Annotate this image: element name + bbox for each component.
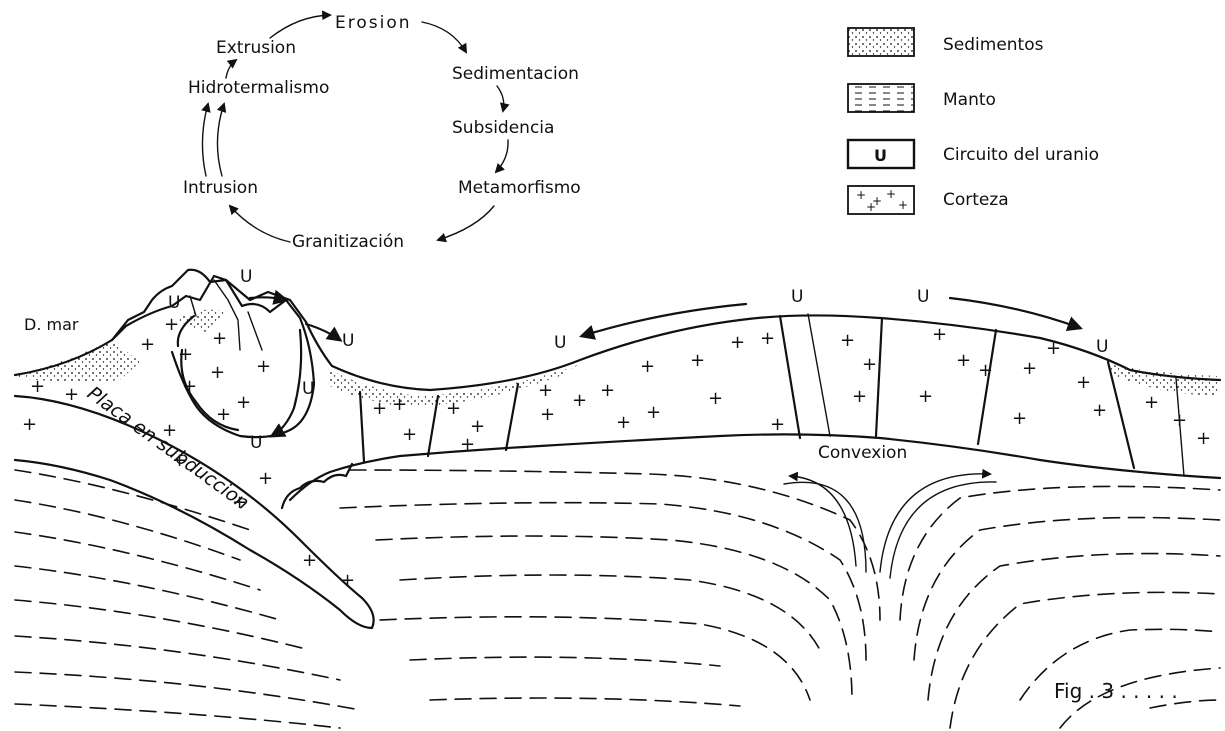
svg-text:+: +: [64, 384, 79, 405]
svg-text:+: +: [540, 404, 555, 425]
svg-text:+: +: [1172, 410, 1187, 431]
svg-text:+: +: [22, 414, 37, 435]
arrow-extr-erosion: [270, 15, 330, 38]
u-marker: U: [1096, 337, 1108, 357]
legend-symbol-uranio: U: [874, 146, 887, 165]
surface-line: [15, 276, 1220, 390]
legend: Sedimentos Manto U Circuito del uranio +…: [848, 28, 1099, 214]
u-marker: U: [791, 287, 803, 307]
svg-text:+: +: [600, 380, 615, 401]
arrow-sed-sub: [497, 86, 504, 111]
u-marker: U: [917, 287, 929, 307]
cycle-sedimentacion: Sedimentacion: [452, 64, 579, 84]
svg-text:+: +: [956, 350, 971, 371]
svg-text:+: +: [1022, 358, 1037, 379]
legend-item-sedimentos: Sedimentos: [848, 28, 1044, 56]
arrow-gran-intr: [230, 206, 290, 242]
svg-text:+: +: [708, 388, 723, 409]
cycle-intrusion: Intrusion: [183, 178, 258, 198]
legend-item-manto: Manto: [848, 84, 996, 112]
cross-section: +++ +++ +++ +++ +++ +++ +++ +++ +++ +++ …: [15, 267, 1220, 728]
cycle-metamorfismo: Metamorfismo: [458, 178, 581, 198]
svg-text:+: +: [446, 398, 461, 419]
svg-text:+: +: [140, 334, 155, 355]
svg-text:+: +: [978, 360, 993, 381]
legend-label-sedimentos: Sedimentos: [943, 35, 1044, 55]
u-marker: U: [554, 333, 566, 353]
svg-text:+: +: [616, 412, 631, 433]
svg-text:+: +: [340, 570, 355, 591]
legend-swatch-manto: [848, 84, 914, 112]
cycle-hidrotermalismo: Hidrotermalismo: [188, 78, 329, 98]
u-marker: U: [168, 293, 180, 313]
svg-text:+: +: [392, 394, 407, 415]
svg-text:+: +: [1196, 428, 1211, 449]
svg-text:+: +: [302, 550, 317, 571]
svg-text:+: +: [1046, 338, 1061, 359]
svg-text:+: +: [886, 187, 896, 201]
svg-text:+: +: [866, 200, 876, 214]
arrow-erosion-sed: [422, 22, 466, 52]
mantle-contact: [282, 464, 352, 508]
svg-text:+: +: [932, 324, 947, 345]
svg-text:+: +: [372, 398, 387, 419]
svg-text:+: +: [1144, 392, 1159, 413]
rock-cycle: Erosion Sedimentacion Subsidencia Metamo…: [183, 13, 581, 252]
svg-text:+: +: [1012, 408, 1027, 429]
svg-text:+: +: [210, 362, 225, 383]
u-marker: U: [342, 331, 354, 351]
svg-text:+: +: [770, 414, 785, 435]
arrow-sub-meta: [496, 140, 508, 172]
figure-label: Fig . 3 . . . . .: [1054, 679, 1178, 703]
svg-text:+: +: [840, 330, 855, 351]
svg-text:+: +: [402, 424, 417, 445]
legend-item-uranio: U Circuito del uranio: [848, 140, 1099, 168]
svg-text:+: +: [760, 328, 775, 349]
svg-text:+: +: [236, 392, 251, 413]
svg-text:+: +: [690, 350, 705, 371]
svg-text:+: +: [898, 198, 908, 212]
legend-swatch-sedimentos: [848, 28, 914, 56]
svg-text:+: +: [862, 354, 877, 375]
svg-text:+: +: [1076, 372, 1091, 393]
svg-text:+: +: [256, 356, 271, 377]
label-d-mar: D. mar: [24, 315, 79, 334]
legend-label-corteza: Corteza: [943, 190, 1009, 210]
svg-text:+: +: [730, 332, 745, 353]
svg-text:+: +: [164, 314, 179, 335]
svg-text:+: +: [646, 402, 661, 423]
svg-text:+: +: [918, 386, 933, 407]
svg-text:+: +: [856, 188, 866, 202]
u-marker: U: [240, 267, 252, 287]
label-placa-subduccion: Placa en subduccion: [83, 382, 253, 514]
legend-item-corteza: + + + + + Corteza: [848, 186, 1009, 214]
svg-text:+: +: [258, 468, 273, 489]
label-convexion: Convexion: [818, 443, 907, 463]
convection-arrows: [784, 474, 996, 578]
cycle-subsidencia: Subsidencia: [452, 118, 554, 138]
mantle-lines: [15, 470, 1220, 728]
crust-pluses: +++ +++ +++ +++ +++ +++ +++ +++ +++ +++ …: [22, 314, 1211, 591]
svg-text:+: +: [1092, 400, 1107, 421]
arrow-intr-hidro: [202, 104, 208, 176]
cycle-granitizacion: Granitización: [292, 232, 404, 252]
svg-text:+: +: [212, 328, 227, 349]
u-marker: U: [302, 379, 314, 399]
arrow-hidro-extr: [226, 60, 236, 78]
svg-text:+: +: [572, 390, 587, 411]
cycle-erosion: Erosion: [335, 13, 412, 33]
cycle-extrusion: Extrusion: [216, 38, 296, 58]
svg-text:+: +: [538, 380, 553, 401]
arrow-intr-hidro-2: [217, 104, 224, 176]
legend-label-uranio: Circuito del uranio: [943, 145, 1099, 165]
svg-text:+: +: [216, 404, 231, 425]
u-marker: U: [250, 433, 262, 453]
legend-label-manto: Manto: [943, 90, 996, 110]
svg-text:+: +: [460, 434, 475, 455]
svg-text:+: +: [640, 356, 655, 377]
svg-text:+: +: [30, 376, 45, 397]
svg-text:+: +: [852, 386, 867, 407]
arrow-meta-gran: [438, 206, 494, 240]
